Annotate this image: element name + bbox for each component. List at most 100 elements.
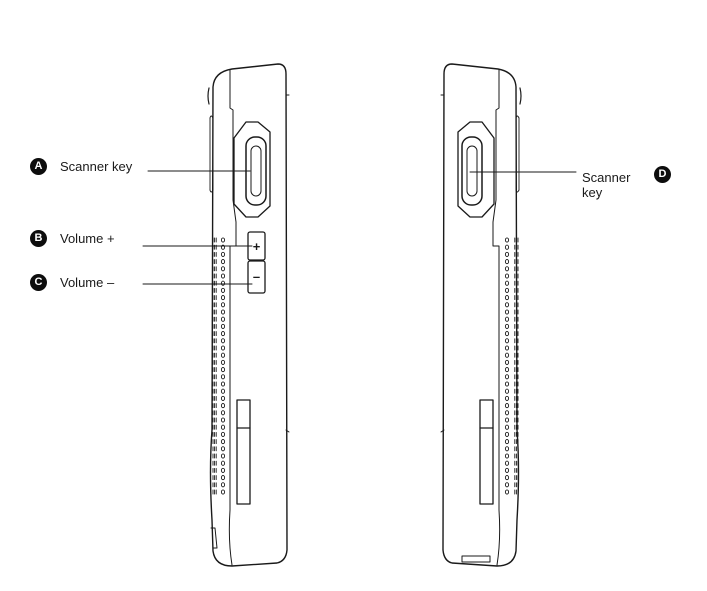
- grille-dot: [504, 424, 510, 430]
- grille-dot: [220, 467, 226, 473]
- callout-b-badge: B: [30, 230, 47, 247]
- left-device-edge-marks: [285, 94, 290, 433]
- grille-dot: [220, 273, 226, 279]
- grille-dot: [220, 352, 226, 358]
- grille-dot: [504, 309, 510, 315]
- right-card-slot: [479, 399, 494, 505]
- grille-dot: [504, 403, 510, 409]
- grille-dot: [504, 410, 510, 416]
- grille-dot: [504, 439, 510, 445]
- right-device-edge-marks: [440, 94, 445, 433]
- grille-dot: [220, 266, 226, 272]
- grille-dot: [504, 388, 510, 394]
- grille-dot: [220, 280, 226, 286]
- grille-dot: [504, 395, 510, 401]
- callout-a-badge: A: [30, 158, 47, 175]
- callout-leaders: [142, 170, 577, 285]
- right-device-bottom-connector: [461, 555, 491, 563]
- grille-dot: [504, 359, 510, 365]
- grille-dot: [220, 316, 226, 322]
- grille-dot: [504, 266, 510, 272]
- grille-dot: [220, 489, 226, 495]
- grille-dot: [504, 323, 510, 329]
- grille-dot: [220, 424, 226, 430]
- grille-dot: [504, 302, 510, 308]
- grille-dot: [220, 395, 226, 401]
- grille-dot: [220, 431, 226, 437]
- grille-dot: [220, 367, 226, 373]
- right-device-top-clip: [519, 87, 522, 105]
- left-device-bottom-foot: [210, 527, 218, 549]
- grille-dot: [220, 439, 226, 445]
- grille-dot: [220, 410, 226, 416]
- grille-dot: [504, 417, 510, 423]
- left-device-body-outline: [209, 63, 288, 567]
- grille-dot: [220, 388, 226, 394]
- grille-dot: [504, 460, 510, 466]
- grille-dot: [220, 374, 226, 380]
- right-scanner-key: [461, 136, 483, 206]
- grille-dot: [504, 338, 510, 344]
- grille-dot: [220, 482, 226, 488]
- grille-dot: [504, 273, 510, 279]
- grille-dot: [220, 338, 226, 344]
- grille-dot: [504, 331, 510, 337]
- grille-dot: [220, 295, 226, 301]
- grille-dot: [220, 359, 226, 365]
- grille-dot: [220, 309, 226, 315]
- grille-dot: [220, 287, 226, 293]
- grille-dot: [220, 237, 226, 243]
- grille-dot: [504, 453, 510, 459]
- left-device-top-clip: [207, 87, 210, 105]
- grille-dot: [220, 244, 226, 250]
- grille-dot: [220, 345, 226, 351]
- callout-c-badge: C: [30, 274, 47, 291]
- grille-dot: [504, 345, 510, 351]
- volume-down-button: [247, 260, 266, 294]
- callout-d-label-line2: key: [582, 185, 603, 200]
- grille-dot: [504, 316, 510, 322]
- callout-d-label-line1: Scanner: [582, 170, 631, 185]
- callout-a-label: Scanner key: [60, 159, 133, 174]
- grille-dot: [504, 352, 510, 358]
- right-speaker-grille: [504, 237, 519, 495]
- grille-dot: [504, 446, 510, 452]
- callout-c-label: Volume –: [60, 275, 115, 290]
- grille-dot: [504, 475, 510, 481]
- grille-dot: [220, 475, 226, 481]
- left-speaker-grille: [212, 237, 226, 495]
- grille-dot: [504, 259, 510, 265]
- grille-dot: [504, 295, 510, 301]
- grille-dot: [220, 446, 226, 452]
- right-device-side-view: [440, 63, 522, 567]
- right-scanner-key-housing: [457, 121, 495, 218]
- grille-dot: [220, 251, 226, 257]
- grille-dot: [220, 460, 226, 466]
- left-card-slot: [236, 399, 251, 505]
- grille-dot: [504, 489, 510, 495]
- grille-dot: [504, 431, 510, 437]
- grille-dot: [504, 381, 510, 387]
- right-device-parting-line: [492, 69, 501, 566]
- volume-up-glyph: +: [253, 239, 261, 254]
- callout-d-label: Scanner key: [582, 170, 630, 200]
- grille-dot: [220, 302, 226, 308]
- grille-dot: [220, 403, 226, 409]
- grille-dot: [220, 453, 226, 459]
- grille-dot: [220, 259, 226, 265]
- right-device-upper-grip: [515, 115, 520, 193]
- left-device-parting-line: [228, 69, 237, 566]
- grille-dot: [220, 331, 226, 337]
- right-scanner-key-inner: [466, 145, 478, 197]
- callout-b-label: Volume +: [60, 231, 115, 246]
- left-scanner-key-inner: [250, 145, 262, 197]
- grille-dot: [504, 244, 510, 250]
- callout-d-badge: D: [654, 166, 671, 183]
- grille-dot: [504, 374, 510, 380]
- grille-dot: [504, 287, 510, 293]
- grille-dot: [504, 280, 510, 286]
- grille-dot: [220, 381, 226, 387]
- grille-dot: [504, 367, 510, 373]
- grille-dot: [504, 467, 510, 473]
- grille-dot: [504, 482, 510, 488]
